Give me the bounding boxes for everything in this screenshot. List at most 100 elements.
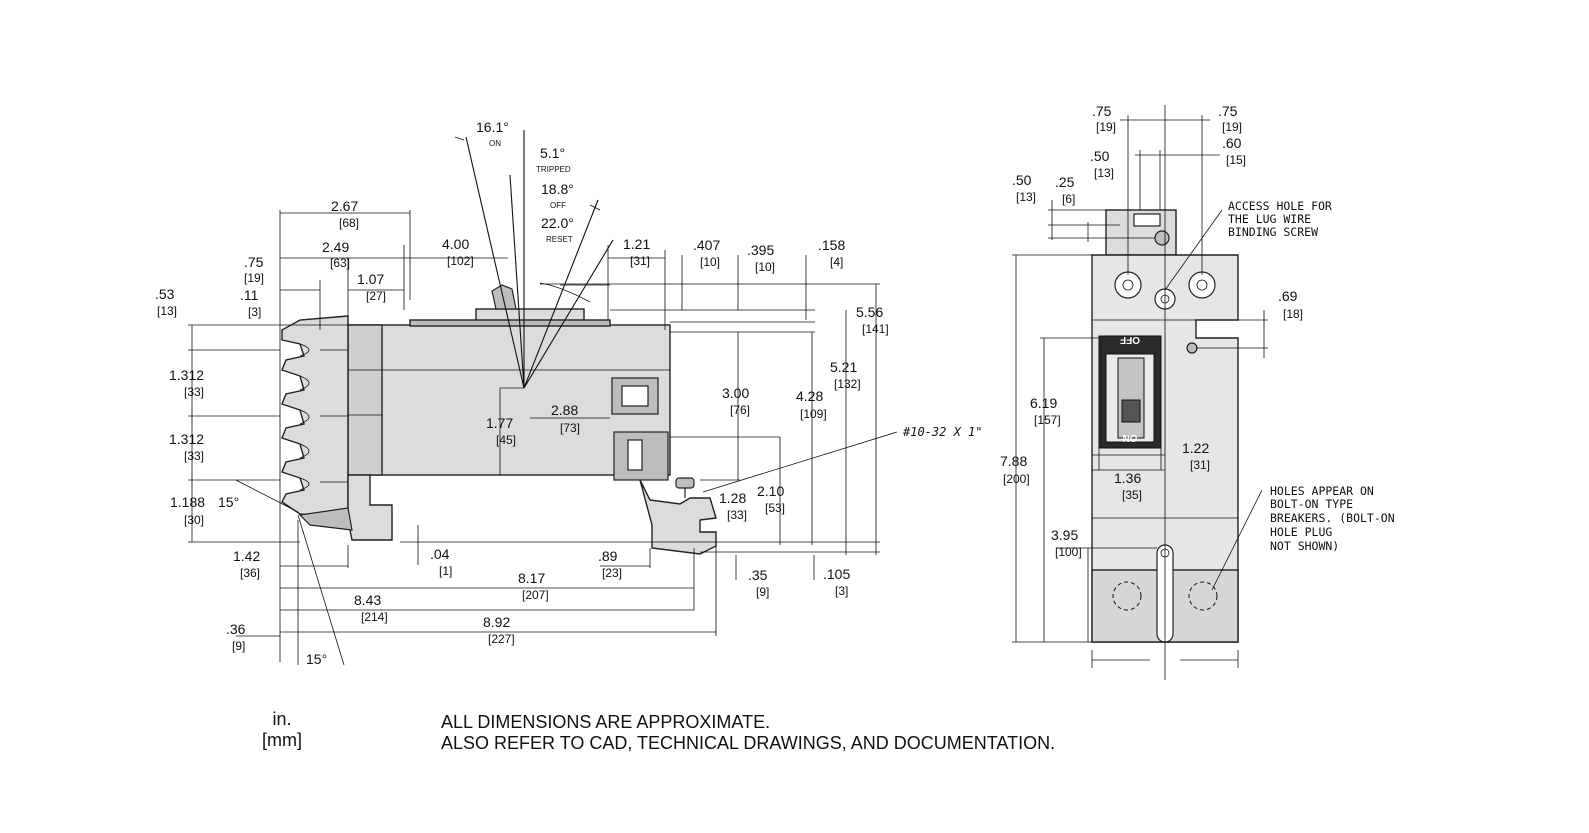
angle-tripped-value: 5.1° <box>540 145 565 161</box>
svg-text:[63]: [63] <box>330 256 350 270</box>
svg-text:.407: .407 <box>693 237 720 253</box>
svg-text:[141]: [141] <box>862 322 889 336</box>
lug-hole-left <box>1114 271 1142 299</box>
angle-tripped-label: TRIPPED <box>536 165 571 174</box>
svg-text:8.92: 8.92 <box>483 614 510 630</box>
svg-text:[157]: [157] <box>1034 413 1061 427</box>
svg-text:.25: .25 <box>1055 174 1075 190</box>
svg-text:6.19: 6.19 <box>1030 395 1057 411</box>
svg-text:.60: .60 <box>1222 135 1242 151</box>
body-face-block <box>347 324 383 476</box>
svg-text:.75: .75 <box>1218 103 1238 119</box>
svg-text:.04: .04 <box>430 546 450 562</box>
svg-text:[68]: [68] <box>339 216 359 230</box>
svg-text:[53]: [53] <box>765 501 785 515</box>
svg-text:5.21: 5.21 <box>830 359 857 375</box>
svg-text:1.28: 1.28 <box>719 490 746 506</box>
svg-text:HOLE PLUG: HOLE PLUG <box>1270 525 1332 539</box>
svg-text:[76]: [76] <box>730 403 750 417</box>
svg-text:2.67: 2.67 <box>331 198 358 214</box>
svg-text:[9]: [9] <box>232 639 245 653</box>
svg-text:4.28: 4.28 <box>796 388 823 404</box>
angle-off-label: OFF <box>550 201 566 210</box>
dimension-lines <box>188 210 880 666</box>
angle-reset-value: 22.0° <box>541 215 574 231</box>
svg-text:8.17: 8.17 <box>518 570 545 586</box>
svg-text:1.312: 1.312 <box>169 367 204 383</box>
svg-text:[102]: [102] <box>447 254 474 268</box>
front-dimension-lines <box>1012 105 1268 680</box>
svg-text:[13]: [13] <box>157 304 177 318</box>
svg-text:[109]: [109] <box>800 407 827 421</box>
side-view: 16.1° ON 5.1° TRIPPED 18.8° OFF 22.0° RE… <box>155 119 982 667</box>
svg-text:.89: .89 <box>598 548 618 564</box>
svg-text:[200]: [200] <box>1003 472 1030 486</box>
svg-text:8.43: 8.43 <box>354 592 381 608</box>
svg-text:.75: .75 <box>1092 103 1112 119</box>
svg-text:3.00: 3.00 <box>722 385 749 401</box>
svg-text:[6]: [6] <box>1062 192 1075 206</box>
front-dim-labels: .75[19] .75[19] .50[13] .60[15] .50[13] … <box>1000 103 1303 559</box>
svg-text:HOLES APPEAR ON: HOLES APPEAR ON <box>1270 484 1374 498</box>
bolt-on-hole-left <box>1112 581 1142 611</box>
svg-text:BINDING SCREW: BINDING SCREW <box>1228 225 1318 239</box>
svg-text:2.49: 2.49 <box>322 239 349 255</box>
svg-text:BREAKERS. (BOLT-ON: BREAKERS. (BOLT-ON <box>1270 511 1395 525</box>
svg-text:.69: .69 <box>1278 288 1298 304</box>
svg-text:[4]: [4] <box>830 255 843 269</box>
svg-text:[45]: [45] <box>496 433 516 447</box>
svg-text:1.188: 1.188 <box>170 494 205 510</box>
svg-text:1.22: 1.22 <box>1182 440 1209 456</box>
svg-text:THE LUG WIRE: THE LUG WIRE <box>1228 212 1311 226</box>
svg-text:3.95: 3.95 <box>1051 527 1078 543</box>
svg-text:.105: .105 <box>823 566 850 582</box>
bolt-on-hole-right <box>1188 581 1218 611</box>
footer-note: ALL DIMENSIONS ARE APPROXIMATE. ALSO REF… <box>441 712 1055 754</box>
unit-inch: in. <box>272 709 292 729</box>
svg-text:[10]: [10] <box>700 255 720 269</box>
svg-text:[33]: [33] <box>184 385 204 399</box>
svg-text:[19]: [19] <box>244 271 264 285</box>
svg-text:.395: .395 <box>747 242 774 258</box>
svg-text:2.88: 2.88 <box>551 402 578 418</box>
svg-text:.158: .158 <box>818 237 845 253</box>
angle-off-value: 18.8° <box>541 181 574 197</box>
svg-text:.75: .75 <box>244 254 264 270</box>
svg-text:[30]: [30] <box>184 513 204 527</box>
handle-on-label: ON <box>1123 432 1138 443</box>
svg-text:1.312: 1.312 <box>169 431 204 447</box>
footer-line-2: ALSO REFER TO CAD, TECHNICAL DRAWINGS, A… <box>441 733 1056 753</box>
svg-text:.50: .50 <box>1012 172 1032 188</box>
svg-text:[214]: [214] <box>361 610 388 624</box>
svg-text:[31]: [31] <box>1190 458 1210 472</box>
access-hole-note: ACCESS HOLE FOR THE LUG WIRE BINDING SCR… <box>1228 199 1332 239</box>
lug-hole-right <box>1188 271 1216 299</box>
svg-text:7.88: 7.88 <box>1000 453 1027 469</box>
toggle-handle-front <box>1117 357 1145 439</box>
svg-text:NOT SHOWN): NOT SHOWN) <box>1270 539 1339 553</box>
angle-on-value: 16.1° <box>476 119 509 135</box>
plug-in-jaws <box>281 315 349 521</box>
svg-text:2.10: 2.10 <box>757 483 784 499</box>
svg-text:[19]: [19] <box>1222 120 1242 134</box>
svg-text:.50: .50 <box>1090 148 1110 164</box>
svg-text:[15]: [15] <box>1226 153 1246 167</box>
svg-text:.36: .36 <box>226 621 246 637</box>
svg-text:[13]: [13] <box>1016 190 1036 204</box>
bolt-on-bracket <box>639 479 717 555</box>
angle-15-top: 15° <box>218 494 239 510</box>
bolt-on-holes-note: HOLES APPEAR ON BOLT-ON TYPE BREAKERS. (… <box>1270 484 1395 553</box>
svg-text:[18]: [18] <box>1283 307 1303 321</box>
toggle-handle <box>491 284 517 310</box>
svg-text:1.36: 1.36 <box>1114 470 1141 486</box>
svg-text:[23]: [23] <box>602 566 622 580</box>
svg-text:1.21: 1.21 <box>623 236 650 252</box>
svg-text:[100]: [100] <box>1055 545 1082 559</box>
footer-line-1: ALL DIMENSIONS ARE APPROXIMATE. <box>441 712 771 732</box>
svg-text:1.07: 1.07 <box>357 271 384 287</box>
angle-reset-label: RESET <box>546 235 573 244</box>
front-view: OFF ON <box>1000 103 1395 680</box>
svg-text:[10]: [10] <box>755 260 775 274</box>
svg-text:[13]: [13] <box>1094 166 1114 180</box>
